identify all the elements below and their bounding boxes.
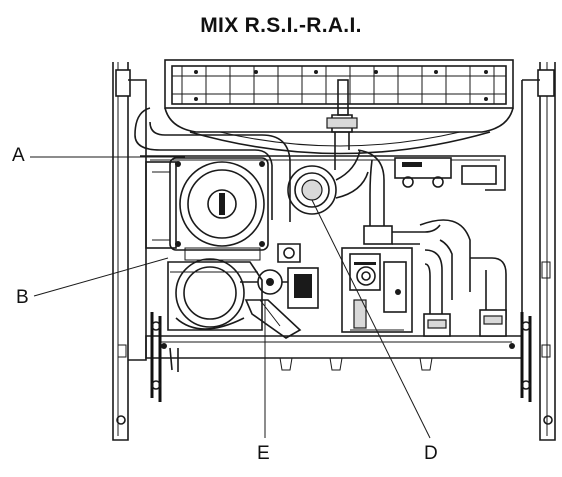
burner-fan [167,258,263,331]
leader-line-b [33,257,169,297]
central-pipe [326,79,358,170]
callout-label-b: B [16,287,29,308]
side-brackets [116,312,553,425]
heat-exchanger [164,59,514,155]
gas-valve [341,247,413,333]
right-pipes [357,149,507,320]
left-pipe [134,107,291,222]
callout-label-e: E [257,443,270,464]
callout-label-d: D [424,443,438,464]
leader-line-d [311,199,431,439]
circulation-pump [145,157,269,261]
callout-leaders [30,156,431,439]
mounting-bracket [140,155,506,191]
callout-label-a: A [12,145,25,166]
ignition-module [240,243,319,339]
bottom-tray [145,309,523,372]
diagram-title: MIX R.S.I.-R.A.I. [200,14,362,37]
gauge [287,149,369,215]
